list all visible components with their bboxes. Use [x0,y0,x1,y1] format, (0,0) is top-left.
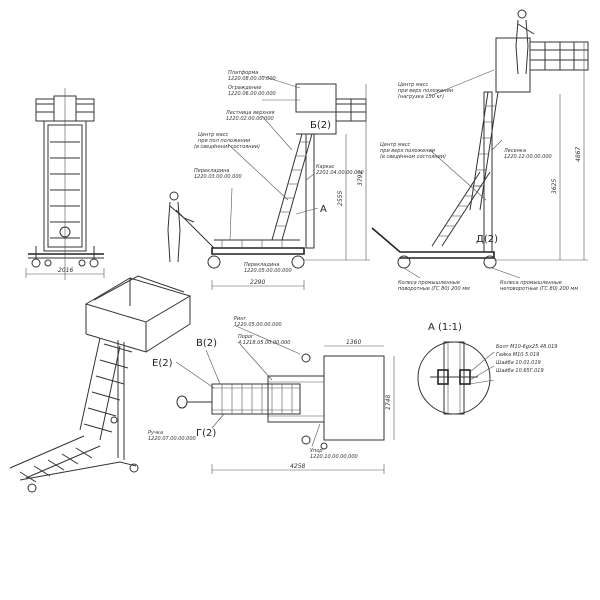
label-wheel-1-b: поворотные (ГС 80) 200 мм [398,286,470,292]
label-lower-ladder-code: 1220.12.00.00.000 [504,154,552,160]
dim-plan-width: 4258 [290,463,305,470]
label-lower-ladder: Лесенка [503,148,526,154]
isometric-view [9,275,192,493]
dim-side-h2: 3792 [357,171,364,186]
label-cm-top-2: при верх положении [398,88,454,94]
marker-b2: В(2) [196,338,217,349]
dim-plan-platform-height: 1748 [385,395,392,410]
label-handle: Ручка [148,430,163,436]
dim-front-width: 2016 [58,267,73,274]
marker-b2-top: Б(2) [310,120,331,131]
label-upper-ladder-code: 1220.02.00.00.000 [226,116,274,122]
label-cm-raised-1: Центр масс [380,142,410,148]
dim-side-h1: 2555 [337,191,344,206]
detail-a [417,341,495,415]
label-step-code: 1220.05.00.00.000 [244,268,292,274]
label-cm-low-2: при пол положении [198,138,251,144]
label-step: Перекладина [244,262,279,268]
dim-plan-platform-width: 1360 [346,339,361,346]
label-cm-top-1: Центр масс [398,82,428,88]
label-fence-code: 1220.06.00.00.000 [228,91,276,97]
label-frame2-code: 4.1218.05.00.00.000 [238,340,290,346]
label-platform-code: 1220.08.00.00.000 [228,76,276,82]
label-washer1: Шайба 10.01.019 [496,360,541,366]
label-stop-code: 1220.10.00.00.000 [310,454,358,460]
label-frame-code: 2201.04.00.00.000 [316,170,364,176]
marker-e2: Е(2) [152,358,173,369]
dim-raised-h2: 4867 [575,147,582,162]
label-ring-code: 1220.05.00.00.000 [234,322,282,328]
label-stop: Упор [310,448,323,454]
marker-d2: Д(2) [476,234,498,245]
dim-side-base: 2290 [250,279,265,286]
front-view: 2016 [25,88,105,280]
label-upper-ladder: Лестница верхняя [225,110,275,116]
label-cm-low-1: Центр масс [198,132,228,138]
label-bridge-code: 1220.03.00.00.000 [194,174,242,180]
plan-view: 4258 1360 1748 [175,325,395,474]
label-handle-code: 1220.07.00.00.000 [148,436,196,442]
label-ring: Ринг [234,316,247,322]
side-view-raised: 3625 4867 [371,9,589,269]
label-bolt: Болт М10-6gx25.48.019 [496,344,557,350]
label-wheel-2-a: Колеса промышленные [500,280,562,286]
label-cm-low-3: (в сведённом состоянии) [194,144,260,150]
marker-a-detail: А (1:1) [428,322,462,333]
label-frame2: Порог [238,334,254,340]
label-platform: Платформа [228,70,258,76]
label-wheel-2-b: неповоротные (ГС 80) 200 мм [500,286,578,292]
label-fence: Ограждение [228,85,261,91]
label-frame: Каркас [316,164,335,170]
label-bridge: Перекладина [194,168,229,174]
label-cm-top-3: (нагрузка 150 кг) [398,94,444,100]
marker-g2: Г(2) [196,428,216,439]
marker-a-top: А [320,204,327,215]
dim-raised-h1: 3625 [551,179,558,194]
label-cm-raised-2: при верх положении [380,148,436,154]
label-wheel-1-a: Колеса промышленные [398,280,460,286]
label-cm-raised-3: (в сведённом состоянии) [380,154,446,160]
label-nut: Гайка М10.5.019 [496,352,539,358]
label-washer2: Шайба 10.65Г.019 [496,368,544,374]
side-view-lowered: 2290 2555 3792 [167,75,370,290]
